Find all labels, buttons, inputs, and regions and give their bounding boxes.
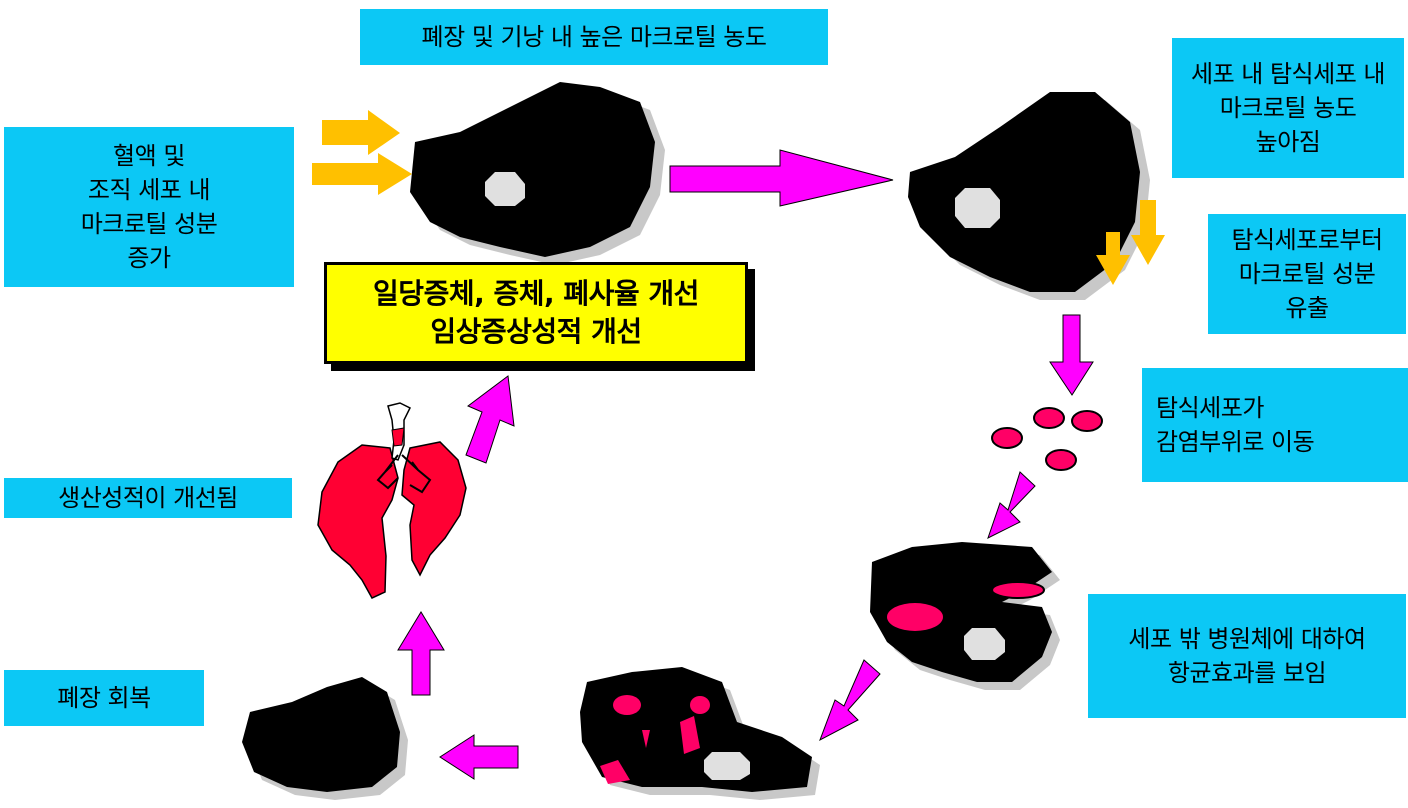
label-blood-tissue: 혈액 및 조직 세포 내 마크로틸 성분 증가 (4, 127, 294, 287)
label-top-concentration: 폐장 및 기낭 내 높은 마크로틸 농도 (360, 9, 828, 65)
arrow-left-bottom (439, 734, 519, 780)
label-migration: 탐식세포가 감염부위로 이동 (1142, 368, 1408, 482)
label-phagocyte-concentration: 세포 내 탐식세포 내 마크로틸 농도 높아짐 (1172, 38, 1404, 178)
label-release: 탐식세포로부터 마크로틸 성분 유출 (1208, 214, 1406, 334)
macrophage-2 (908, 92, 1150, 300)
macrophage-1 (410, 82, 665, 265)
lungs-icon (317, 402, 467, 599)
arrow-down-left-1 (987, 471, 1036, 539)
arrow-up-left (397, 611, 445, 696)
arrow-right-top (669, 149, 894, 207)
macrophage-4 (580, 667, 820, 800)
result-box: 일당증체, 증체, 폐사율 개선 임상증상성적 개선 (324, 262, 748, 364)
macrophage-5 (242, 677, 408, 800)
label-productivity: 생산성적이 개선됨 (4, 478, 292, 518)
label-lung-recovery: 폐장 회복 (4, 670, 204, 726)
arrow-up-right (465, 375, 515, 464)
label-antibacterial: 세포 밖 병원체에 대하여 항균효과를 보임 (1088, 594, 1406, 718)
drug-arrows-in (312, 110, 412, 195)
drug-arrows-out (1096, 200, 1165, 285)
migrating-phagocytes (991, 407, 1103, 471)
macrophage-3 (870, 542, 1060, 690)
arrow-down-left-2 (819, 659, 881, 742)
arrow-down-right (1049, 314, 1094, 396)
